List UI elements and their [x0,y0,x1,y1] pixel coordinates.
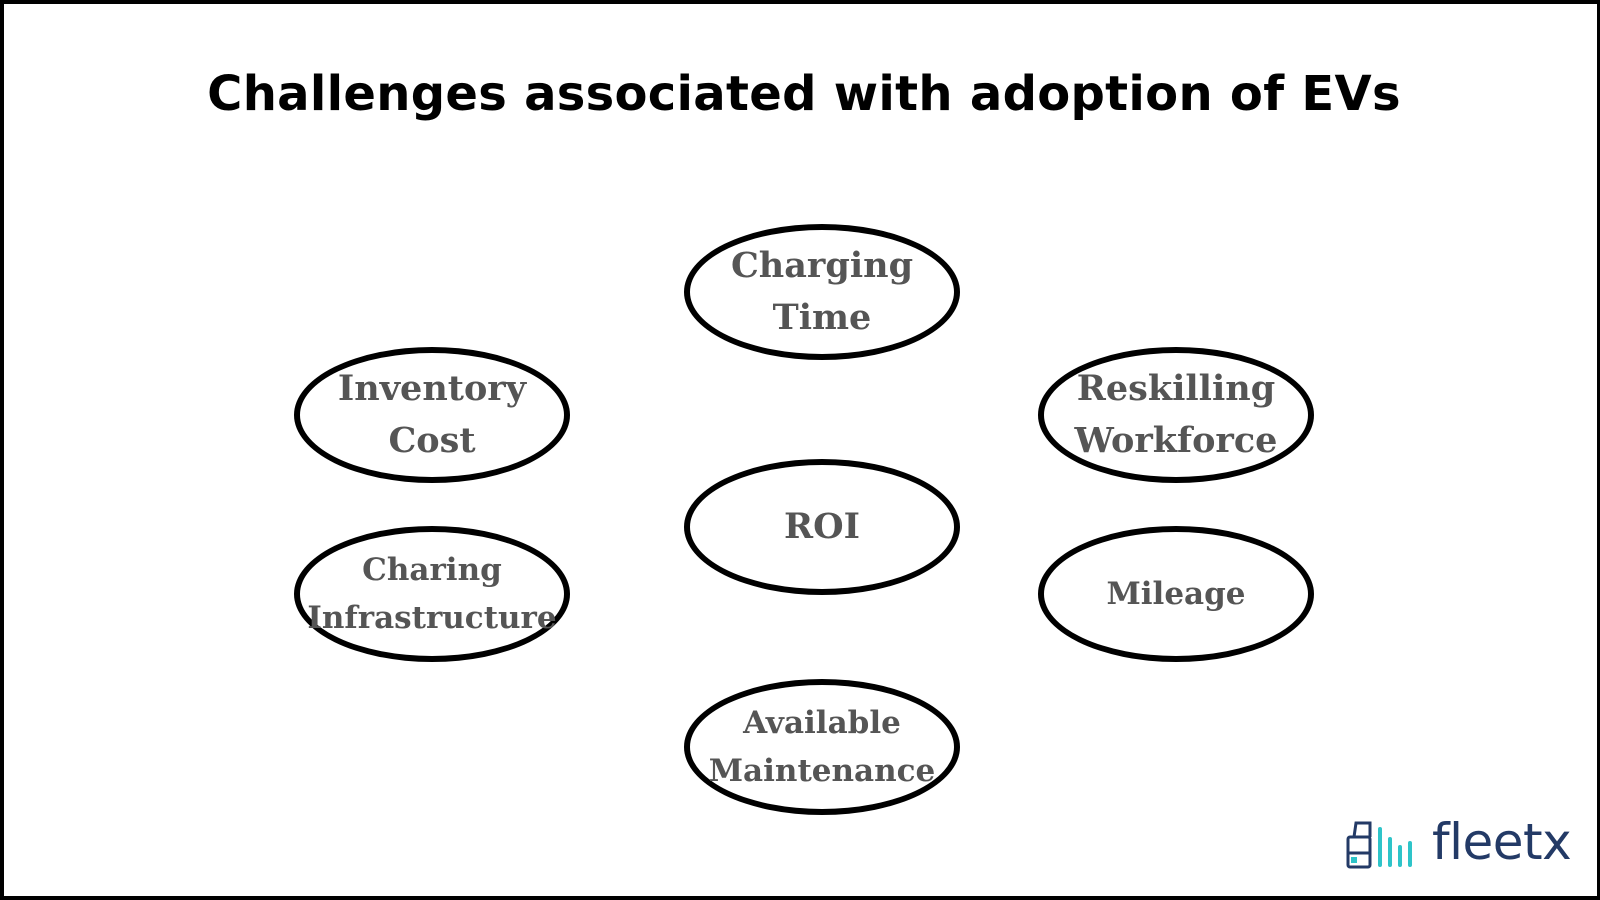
node-label: Available Maintenance [708,705,936,789]
node-charging-time: Charging Time [684,224,960,360]
node-charing-infrastructure: Charing Infrastructure [294,526,570,662]
fleetx-logo: fleetx [1344,813,1572,874]
node-label: Mileage [1106,576,1246,612]
node-label: Reskilling Workforce [1074,368,1278,461]
node-label: Charging Time [730,245,914,338]
diagram-title: Challenges associated with adoption of E… [207,66,1401,122]
node-mileage: Mileage [1038,526,1314,662]
truck-signal-bars-icon [1346,821,1412,869]
logo-wordmark: fleetx [1432,813,1572,871]
node-available-maintenance: Available Maintenance [684,679,960,815]
node-label: Inventory Cost [337,368,527,461]
node-inventory-cost: Inventory Cost [294,347,570,483]
node-roi: ROI [684,459,960,595]
node-label: ROI [784,506,860,547]
node-label: Charing Infrastructure [307,552,557,636]
node-reskilling-workforce: Reskilling Workforce [1038,347,1314,483]
